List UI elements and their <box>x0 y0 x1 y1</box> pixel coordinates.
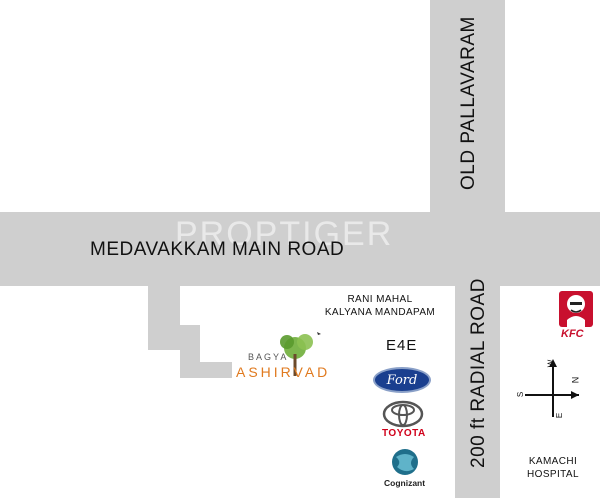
kfc-logo: KFC <box>558 290 594 342</box>
toyota-logo: TOYOTA <box>378 400 428 440</box>
compass-east: E <box>555 412 565 419</box>
landmark-rani-mahal-line1: RANI MAHAL <box>347 294 413 305</box>
project-logo-line2: ASHIRVAD <box>236 364 331 380</box>
ford-logo: Ford <box>373 367 431 393</box>
landmark-kamachi-line1: KAMACHI <box>528 456 578 467</box>
cognizant-logo: Cognizant <box>380 447 430 492</box>
toyota-emblem-icon <box>382 400 424 428</box>
landmark-e4e: E4E <box>386 337 418 354</box>
landmark-kamachi-hospital: KAMACHI HOSPITAL <box>523 455 583 481</box>
landmark-kamachi-line2: HOSPITAL <box>527 469 579 480</box>
road-access-lane <box>148 284 232 378</box>
road-old-pallavaram <box>430 0 505 215</box>
road-radial <box>455 284 500 498</box>
road-medavakkam-main <box>0 212 600 286</box>
landmark-rani-mahal-line2: KALYANA MANDAPAM <box>324 307 436 318</box>
project-logo-line1: BAGYA <box>248 352 289 362</box>
compass-south: S <box>516 391 526 398</box>
landmark-rani-mahal: RANI MAHAL KALYANA MANDAPAM <box>315 293 445 319</box>
kfc-colonel-icon <box>559 291 593 327</box>
project-logo: BAGYA ASHIRVAD <box>232 330 352 380</box>
compass-arrows-icon <box>525 359 579 417</box>
label-medavakkam-main-road: MEDAVAKKAM MAIN ROAD <box>90 239 345 260</box>
compass: W N S E <box>515 355 585 425</box>
kfc-logo-text: KFC <box>561 328 584 340</box>
label-radial-road: 200 ft RADIAL ROAD <box>468 278 489 468</box>
tree-icon <box>280 332 321 376</box>
cognizant-globe-icon <box>392 449 418 475</box>
ford-logo-text: Ford <box>386 372 418 388</box>
cognizant-logo-text: Cognizant <box>384 478 426 488</box>
watermark: PROPTIGER <box>175 215 394 253</box>
compass-west: W <box>546 359 556 368</box>
label-old-pallavaram: OLD PALLAVARAM <box>458 16 479 190</box>
toyota-logo-text: TOYOTA <box>382 428 426 439</box>
compass-north: N <box>570 376 581 384</box>
